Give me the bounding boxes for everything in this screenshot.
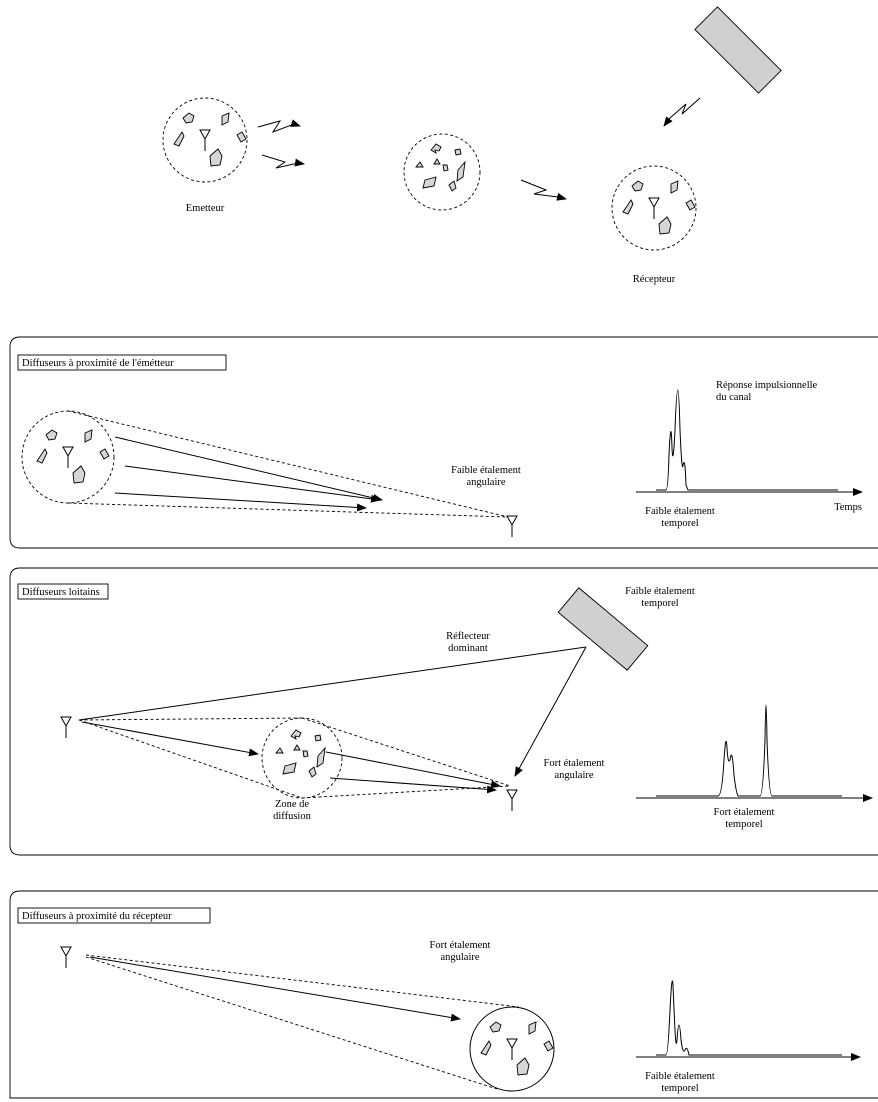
signal-zigzag-icon <box>663 97 701 127</box>
panel-title-box <box>17 354 227 371</box>
time-axis-label: Temps <box>834 502 862 513</box>
emitter-antenna-icon <box>60 946 72 969</box>
temporal-spread-label-2: temporel <box>661 1083 698 1094</box>
panel-title: Diffuseurs à proximité du récepteur <box>22 911 172 922</box>
middle-scatter-cluster <box>403 133 481 211</box>
emitter-cluster <box>21 410 115 504</box>
receiver-label: Récepteur <box>633 274 676 285</box>
reflector-label-2: dominant <box>448 643 488 654</box>
impulse-pulse <box>656 980 842 1056</box>
emitter-cluster <box>162 97 248 183</box>
angular-spread-label-2: angulaire <box>554 770 593 781</box>
temporal-spread-label: Faible étalement <box>645 506 715 517</box>
emitter-antenna-icon <box>60 716 72 739</box>
receiver-cluster <box>469 1006 555 1092</box>
reflector-temporal-label: Faible étalement <box>625 586 695 597</box>
impulse-response-plot <box>636 704 873 802</box>
panel-title-box <box>17 583 109 600</box>
receiver-antenna-icon <box>506 789 518 812</box>
impulse-pulse <box>656 389 838 491</box>
scatter-zone <box>261 717 343 799</box>
top-scene: Emetteur Récepteur <box>162 6 782 285</box>
temporal-spread-label-2: temporel <box>725 819 762 830</box>
receiver-cluster <box>611 165 697 251</box>
signal-zigzag-icon <box>520 179 567 201</box>
angular-spread-label: Faible étalement <box>451 465 521 476</box>
angular-spread-label-2: angulaire <box>440 952 479 963</box>
panel-distant-scatterers: Diffuseurs loitains Faible étalement tem… <box>9 567 878 856</box>
panel-title: Diffuseurs loitains <box>22 587 100 598</box>
zone-label-2: diffusion <box>273 811 311 822</box>
emitter-label: Emetteur <box>186 203 225 214</box>
angular-spread-label: Fort étalement <box>544 758 605 769</box>
temporal-spread-label: Faible étalement <box>645 1071 715 1082</box>
angular-spread-label-2: angulaire <box>466 477 505 488</box>
response-label-2: du canal <box>716 392 751 403</box>
signal-zigzag-icon <box>257 119 305 169</box>
panel-near-emitter: Diffuseurs à proximité de l'émétteur Fai… <box>9 336 878 549</box>
panel-title: Diffuseurs à proximité de l'émétteur <box>22 358 174 369</box>
reflector-temporal-label-2: temporel <box>641 598 678 609</box>
reflector-block <box>557 587 649 671</box>
panel-title-box <box>17 907 211 924</box>
angular-spread-label: Fort étalement <box>430 940 491 951</box>
impulse-response-plot <box>636 389 863 496</box>
temporal-spread-label-2: temporel <box>661 518 698 529</box>
impulse-pulse <box>656 704 842 797</box>
reflector-label: Réflecteur <box>446 631 490 642</box>
response-label: Réponse impulsionnelle <box>716 380 818 391</box>
impulse-response-plot <box>636 980 861 1061</box>
receiver-antenna-icon <box>506 515 518 538</box>
zone-label: Zone de <box>275 799 309 810</box>
temporal-spread-label: Fort étalement <box>714 807 775 818</box>
panel-near-receiver: Diffuseurs à proximité du récepteur Fort… <box>9 890 878 1099</box>
reflector-block <box>694 6 782 94</box>
